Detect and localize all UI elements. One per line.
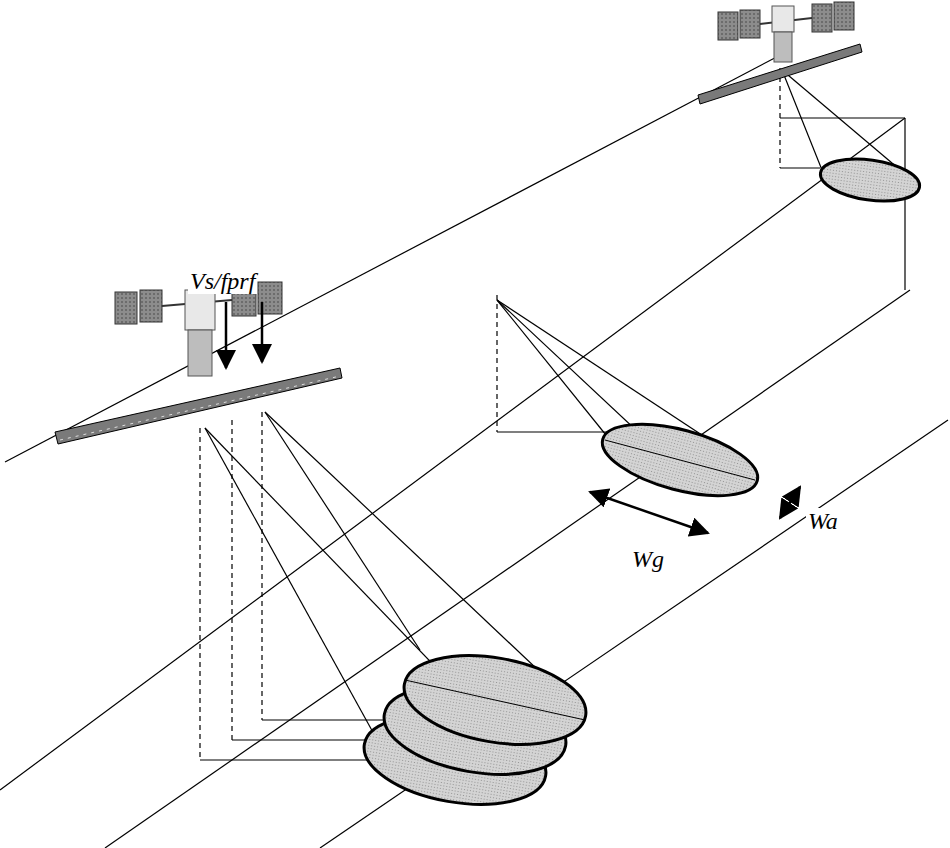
velocity-prf-label: Vs/fprf	[188, 268, 257, 294]
beam-line	[497, 300, 610, 440]
nadir-line	[231, 420, 232, 740]
satellite	[698, 2, 862, 104]
pulse-spacing-arrow	[261, 302, 264, 362]
nadir-line	[261, 412, 262, 720]
swath-edge	[320, 420, 948, 848]
beam-line	[205, 428, 380, 745]
beam-line	[782, 70, 822, 170]
beam-line	[265, 412, 575, 705]
beam-line	[265, 412, 420, 650]
swath-end	[780, 117, 905, 118]
ground-line	[200, 759, 380, 760]
azimuth-width-arrow	[780, 487, 800, 518]
range-width-arrow	[590, 492, 708, 533]
beam-footprint	[818, 153, 923, 207]
ground-line	[780, 167, 820, 168]
nadir-line	[779, 68, 780, 168]
ground-track	[0, 118, 905, 790]
footprint-axis	[405, 680, 585, 720]
pulse-spacing-arrow	[225, 302, 228, 368]
azimuth-width-label: Wa	[806, 508, 840, 534]
nadir-line	[496, 295, 497, 432]
swath-end	[904, 118, 905, 290]
range-width-label: Wg	[630, 546, 666, 572]
nadir-line	[199, 428, 200, 760]
flight-path	[5, 50, 790, 462]
satellite	[55, 282, 342, 444]
beam-footprint	[595, 410, 765, 509]
beam-footprint	[397, 643, 593, 758]
swath-edge	[105, 290, 910, 848]
footprint-axis	[605, 440, 755, 480]
